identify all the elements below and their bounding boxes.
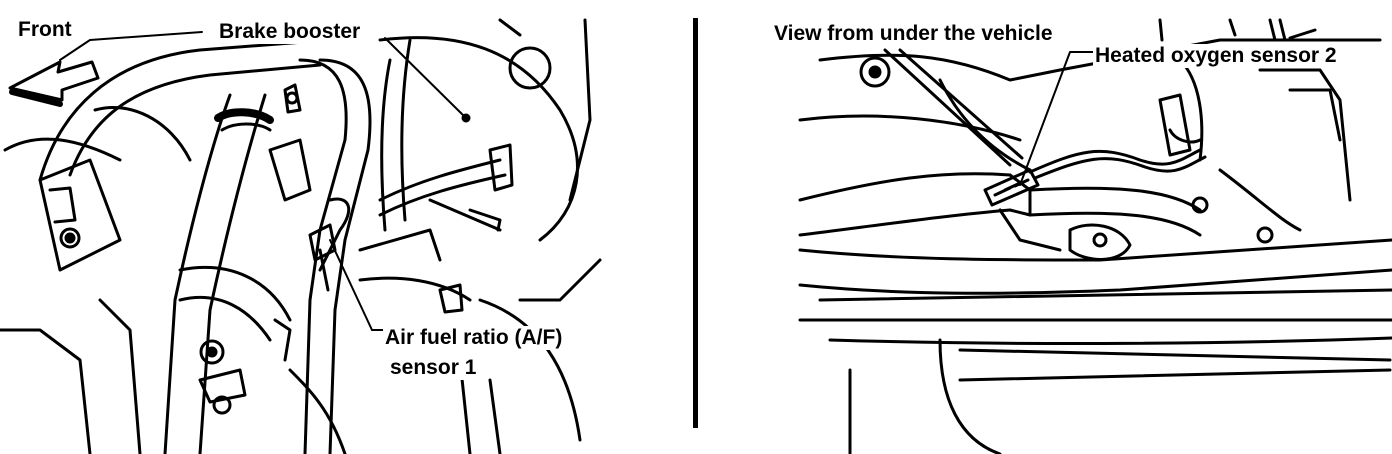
view-note-label: View from under the vehicle	[772, 22, 1055, 46]
front-label: Front	[16, 18, 74, 42]
af-sensor-label-line2: sensor 1	[388, 356, 479, 380]
panel-divider	[693, 18, 698, 428]
engine-compartment-drawing	[0, 18, 602, 454]
front-arrow-icon	[8, 60, 100, 107]
brake-booster-label: Brake booster	[217, 20, 363, 44]
left-panel-engine-view: Front Brake booster Air fuel ratio (A/F)…	[0, 0, 690, 454]
ho2-sensor-label: Heated oxygen sensor 2	[1093, 44, 1339, 68]
under-vehicle-drawing	[798, 18, 1392, 454]
af-sensor-label-line1: Air fuel ratio (A/F)	[383, 326, 565, 350]
right-panel-under-vehicle-view: View from under the vehicle Heated oxyge…	[700, 0, 1392, 454]
